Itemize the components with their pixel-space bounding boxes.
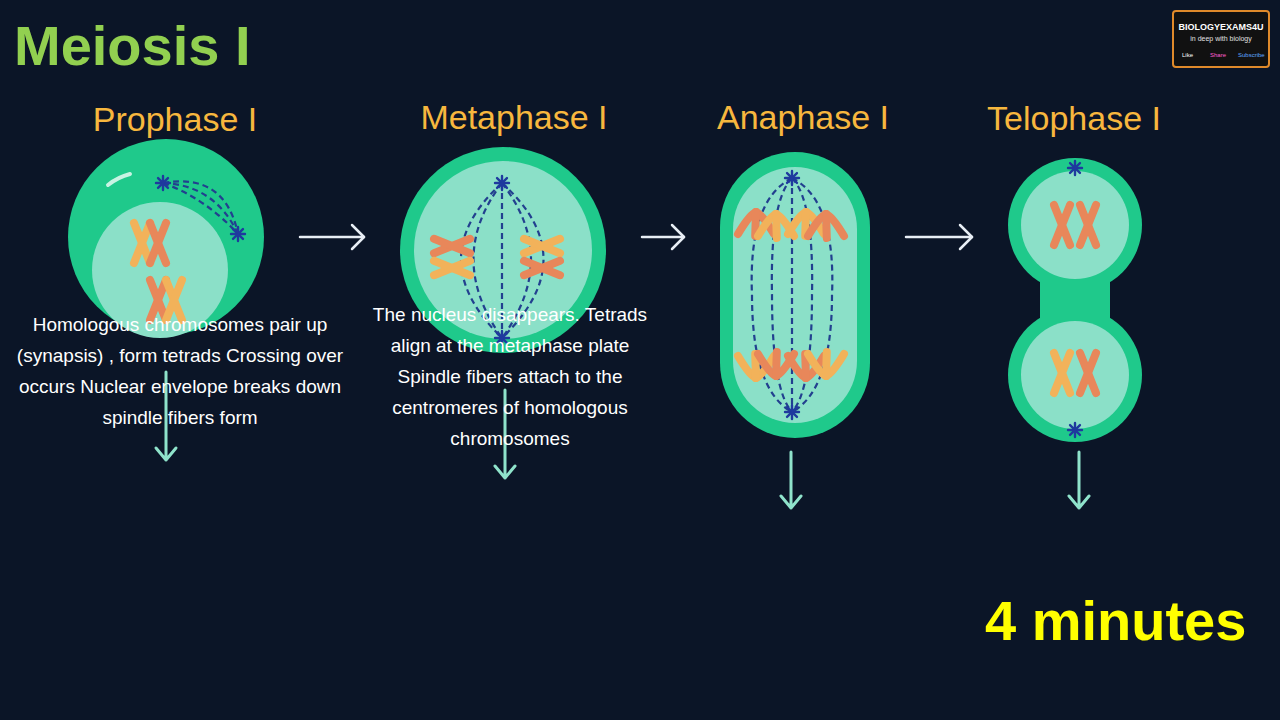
anaphase-cell — [720, 152, 870, 438]
nucleus — [1021, 321, 1129, 429]
stage-arrow — [300, 225, 364, 249]
diagram-title: Meiosis I — [14, 14, 251, 78]
spindle-fibers — [752, 178, 833, 412]
phase-description: Homologous chromosomes pair up (synapsis… — [10, 309, 350, 433]
phase-heading: Prophase I — [93, 99, 257, 139]
phase-heading: Anaphase I — [717, 97, 889, 137]
logo-tagline: in deep with biology — [1176, 35, 1266, 42]
cell-interior — [733, 167, 857, 423]
logo-text: BIOLOGYEXAMS4U — [1176, 22, 1266, 32]
cell-stage: Prophase IHomologous chromosomes pair up… — [68, 139, 264, 335]
spindle-fibers — [163, 181, 238, 234]
cell-stage: Telophase I — [1008, 155, 1142, 443]
cell-stage: Metaphase IThe nucleus disappears. Tetra… — [400, 147, 606, 353]
phase-heading: Telophase I — [987, 98, 1161, 138]
channel-logo: BIOLOGYEXAMS4U in deep with biologyLike Sh… — [1172, 10, 1270, 68]
phase-heading: Metaphase I — [420, 97, 607, 137]
logo-button: Share — [1210, 52, 1226, 58]
stage-arrow — [642, 225, 684, 249]
logo-button: Subscribe — [1238, 52, 1265, 58]
cell-highlight — [108, 174, 130, 185]
logo-button: Like — [1182, 52, 1193, 58]
duration-label: 4 minutes — [985, 588, 1246, 654]
phase-description: The nucleus disappears. Tetrads align at… — [360, 299, 660, 454]
cell-stage: Anaphase I — [720, 152, 870, 438]
telophase-cell — [1008, 158, 1142, 442]
stage-arrow — [906, 225, 972, 249]
nucleus — [1021, 171, 1129, 279]
